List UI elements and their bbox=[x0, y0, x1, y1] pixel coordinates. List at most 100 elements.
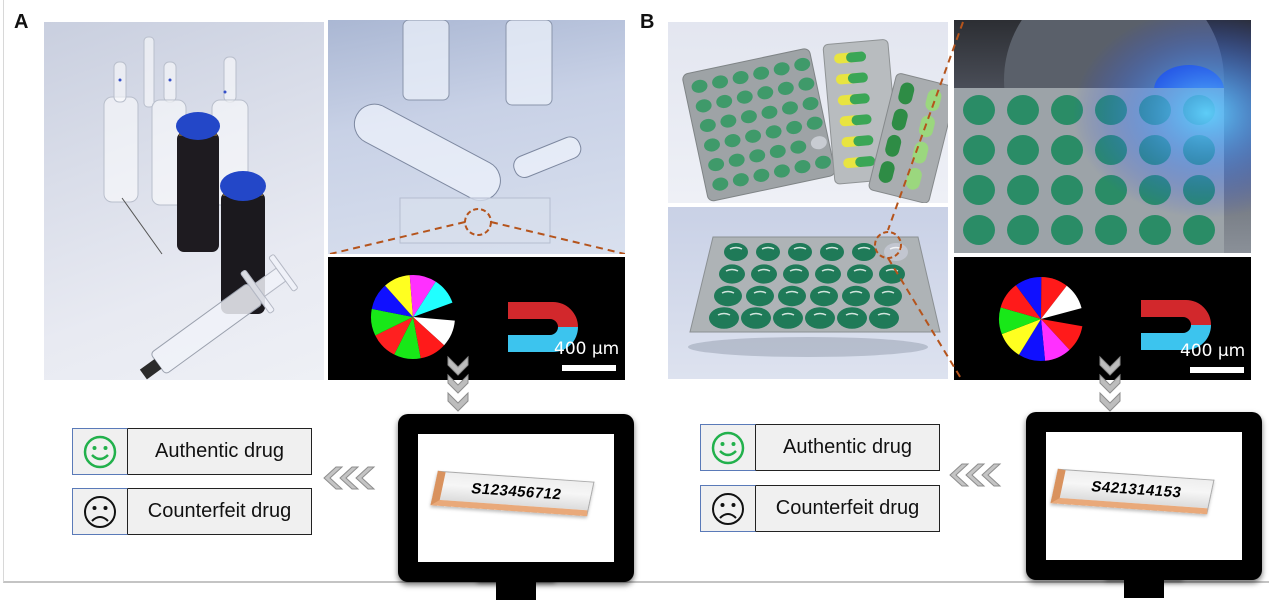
photo-tablet-blister bbox=[668, 207, 948, 379]
photo-ampoules-slide bbox=[328, 20, 625, 254]
callout-circle bbox=[874, 231, 902, 259]
wheel-segment bbox=[413, 281, 453, 317]
wheel-segment bbox=[1041, 285, 1082, 319]
icon-cell bbox=[72, 428, 128, 475]
tablet bbox=[740, 110, 757, 124]
result-label: Counterfeit drug bbox=[128, 488, 312, 535]
scale-bar bbox=[562, 365, 616, 371]
tablet bbox=[732, 173, 749, 187]
tablet bbox=[852, 243, 876, 261]
wheel-segment bbox=[1041, 319, 1070, 361]
wheel-segment bbox=[385, 275, 413, 317]
tablet bbox=[732, 70, 749, 85]
tablet bbox=[786, 120, 803, 135]
monitor-neck bbox=[496, 582, 536, 600]
tablet bbox=[782, 101, 798, 115]
result-label: Authentic drug bbox=[128, 428, 312, 475]
tablet bbox=[749, 149, 766, 163]
icon-cell bbox=[700, 424, 756, 471]
tablet bbox=[741, 307, 771, 329]
magnet-icon bbox=[508, 302, 578, 352]
blister-packs-illustration bbox=[682, 39, 948, 203]
wheel-segment bbox=[371, 285, 413, 317]
tablet bbox=[778, 285, 806, 307]
wheel-segment bbox=[1000, 285, 1041, 319]
wheel-segment bbox=[413, 317, 445, 359]
tablet bbox=[794, 57, 811, 72]
tablet bbox=[709, 307, 739, 329]
tablet bbox=[842, 285, 870, 307]
microtag-wheel-b bbox=[999, 277, 1083, 361]
scale-bar bbox=[1190, 367, 1244, 373]
monitor-base bbox=[1105, 564, 1183, 578]
result-authentic-b: Authentic drug bbox=[700, 424, 940, 471]
microtag-wheel-a bbox=[371, 275, 455, 359]
monitor-neck bbox=[1124, 580, 1164, 598]
wheel-segment bbox=[375, 317, 413, 355]
result-counterfeit-b: Counterfeit drug bbox=[700, 485, 940, 532]
tablet bbox=[783, 264, 809, 284]
tablet bbox=[719, 264, 745, 284]
blue-light-illustration bbox=[954, 20, 1251, 253]
tablet bbox=[699, 118, 716, 132]
ampoules-slide-illustration bbox=[329, 20, 625, 254]
tablet bbox=[773, 62, 790, 76]
tablet bbox=[798, 77, 815, 91]
wheel-segment bbox=[1041, 277, 1067, 319]
figure-frame bbox=[3, 0, 1269, 583]
wheel-segment bbox=[371, 308, 413, 336]
tablet bbox=[805, 307, 835, 329]
tablet bbox=[712, 75, 729, 89]
tablet bbox=[788, 243, 812, 261]
tablet bbox=[746, 285, 774, 307]
panel-label-b: B bbox=[640, 11, 655, 33]
tablet bbox=[765, 125, 782, 139]
down-arrow-icon bbox=[1099, 355, 1121, 412]
tablet bbox=[815, 155, 831, 169]
tablet bbox=[879, 264, 905, 284]
tablet bbox=[837, 307, 867, 329]
monitor-base bbox=[477, 566, 555, 580]
tablet bbox=[869, 307, 899, 329]
tablet bbox=[806, 116, 823, 130]
callout-lines-b bbox=[874, 21, 964, 381]
tablet bbox=[720, 114, 737, 128]
wheel-segment bbox=[394, 317, 421, 359]
smiley-sad-icon bbox=[712, 492, 744, 525]
wheel-segment bbox=[1018, 319, 1046, 361]
tablet bbox=[761, 105, 778, 119]
result-label: Authentic drug bbox=[756, 424, 940, 471]
tablet bbox=[745, 129, 762, 143]
tablet bbox=[820, 243, 844, 261]
tablet bbox=[753, 168, 770, 182]
result-counterfeit-a: Counterfeit drug bbox=[72, 488, 312, 535]
wheel-segment bbox=[1015, 277, 1042, 319]
down-arrow-icon bbox=[447, 355, 469, 412]
tablet bbox=[704, 138, 720, 152]
scale-bar-label: 400 μm bbox=[554, 339, 620, 359]
tablet bbox=[847, 264, 873, 284]
icon-cell bbox=[700, 485, 756, 532]
tablet bbox=[728, 153, 745, 167]
wheel-segment bbox=[413, 317, 455, 346]
left-arrow-icon bbox=[949, 463, 1002, 487]
tablet bbox=[712, 177, 729, 191]
result-authentic-a: Authentic drug bbox=[72, 428, 312, 475]
tablet bbox=[777, 81, 794, 95]
tablet bbox=[757, 86, 774, 100]
tablet bbox=[724, 243, 748, 261]
tablet bbox=[753, 66, 770, 80]
smiley-sad-icon bbox=[84, 495, 116, 528]
tablet bbox=[769, 144, 786, 159]
panel-label-a: A bbox=[14, 11, 29, 33]
tablet-blister-illustration bbox=[688, 236, 941, 357]
icon-cell bbox=[72, 488, 128, 535]
photo-blister-packs bbox=[668, 22, 948, 203]
tablet bbox=[790, 140, 807, 154]
wheel-segment bbox=[1041, 319, 1083, 350]
tablet bbox=[874, 285, 902, 307]
silver-tag-tablet bbox=[884, 243, 908, 261]
tablet bbox=[695, 99, 712, 113]
tablet bbox=[773, 164, 790, 178]
smiley-happy-icon bbox=[83, 435, 117, 468]
